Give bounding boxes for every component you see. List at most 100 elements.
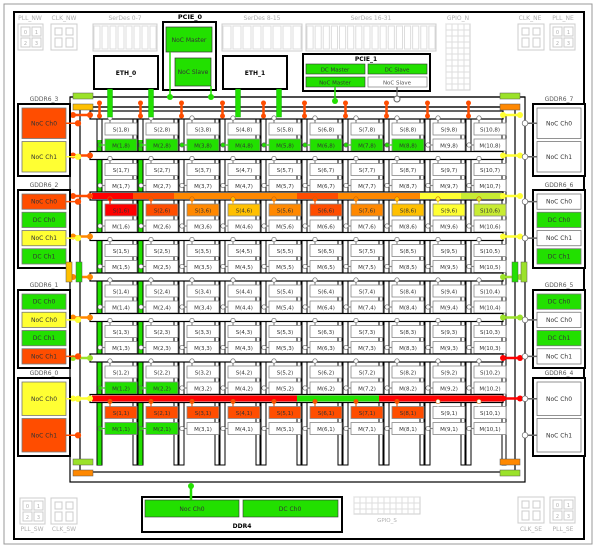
slave-node[interactable]: S(1,4) bbox=[104, 277, 138, 298]
gddr-channel[interactable]: NoC Ch1 bbox=[21, 230, 82, 247]
gddr-channel[interactable]: DC Ch1 bbox=[21, 248, 67, 265]
gddr-channel[interactable]: DC Ch0 bbox=[536, 211, 582, 228]
pcie-0-noc-slave[interactable] bbox=[174, 57, 212, 87]
slave-node[interactable]: S(8,7) bbox=[391, 155, 425, 176]
slave-node[interactable]: S(10,3) bbox=[473, 317, 507, 338]
gddr-channel[interactable]: DC Ch1 bbox=[536, 248, 582, 265]
pcie-1-dc-slave[interactable] bbox=[367, 63, 428, 75]
master-node[interactable]: M(9,8) bbox=[425, 138, 466, 152]
gddr-channel[interactable]: NoC Ch1 bbox=[521, 418, 582, 453]
gddr-channel[interactable]: NoC Ch0 bbox=[21, 311, 82, 328]
slave-node[interactable]: S(5,4) bbox=[268, 277, 302, 298]
slave-node[interactable]: S(9,7) bbox=[432, 155, 466, 176]
master-node[interactable]: M(7,8) bbox=[343, 138, 384, 152]
master-node[interactable]: M(7,1) bbox=[343, 422, 384, 435]
slave-node[interactable]: S(9,5) bbox=[432, 236, 466, 257]
master-node[interactable]: M(6,3) bbox=[302, 341, 343, 354]
slave-node[interactable]: S(7,7) bbox=[350, 155, 384, 176]
master-node[interactable]: M(9,2) bbox=[425, 381, 466, 395]
slave-node[interactable]: S(4,2) bbox=[227, 358, 261, 379]
gddr-channel[interactable]: DC Ch0 bbox=[536, 293, 582, 310]
slave-node[interactable]: S(5,3) bbox=[268, 317, 302, 338]
slave-node[interactable]: S(1,7) bbox=[104, 155, 138, 176]
slave-node[interactable]: S(7,8) bbox=[350, 115, 384, 136]
slave-node[interactable]: S(7,3) bbox=[350, 317, 384, 338]
slave-node[interactable]: S(10,4) bbox=[473, 277, 507, 298]
slave-node[interactable]: S(8,3) bbox=[391, 317, 425, 338]
master-node[interactable]: M(9,3) bbox=[425, 341, 466, 354]
master-node[interactable]: M(9,4) bbox=[425, 300, 466, 314]
gddr-channel[interactable]: NoC Ch0 bbox=[21, 381, 82, 416]
slave-node[interactable]: S(7,6) bbox=[350, 196, 384, 217]
master-node[interactable]: M(3,3) bbox=[179, 341, 220, 354]
slave-node[interactable]: S(4,4) bbox=[227, 277, 261, 298]
slave-node[interactable]: S(5,1) bbox=[268, 398, 302, 419]
slave-node[interactable]: S(9,8) bbox=[432, 115, 466, 136]
slave-node[interactable]: S(1,1) bbox=[104, 398, 138, 419]
master-node[interactable]: M(1,7) bbox=[97, 179, 138, 192]
slave-node[interactable]: S(5,5) bbox=[268, 236, 302, 257]
gddr-channel[interactable]: NoC Ch0 bbox=[21, 193, 82, 210]
gddr-channel[interactable]: DC Ch0 bbox=[21, 211, 67, 228]
slave-node[interactable]: S(6,7) bbox=[309, 155, 343, 176]
slave-node[interactable]: S(6,8) bbox=[309, 115, 343, 136]
slave-node[interactable]: S(3,1) bbox=[186, 398, 220, 419]
slave-node[interactable]: S(4,7) bbox=[227, 155, 261, 176]
master-node[interactable]: M(6,1) bbox=[302, 422, 343, 435]
master-node[interactable]: M(6,8) bbox=[302, 138, 343, 152]
slave-node[interactable]: S(8,2) bbox=[391, 358, 425, 379]
slave-node[interactable]: S(6,3) bbox=[309, 317, 343, 338]
master-node[interactable]: M(6,2) bbox=[302, 381, 343, 395]
master-node[interactable]: M(2,8) bbox=[138, 138, 179, 152]
master-node[interactable]: M(1,4) bbox=[97, 300, 138, 314]
master-node[interactable]: M(1,1) bbox=[97, 422, 138, 435]
master-node[interactable]: M(1,3) bbox=[97, 341, 138, 354]
master-node[interactable]: M(10,8) bbox=[466, 138, 507, 152]
master-node[interactable]: M(1,2) bbox=[97, 381, 138, 395]
slave-node[interactable]: S(6,1) bbox=[309, 398, 343, 419]
slave-node[interactable]: S(8,4) bbox=[391, 277, 425, 298]
master-node[interactable]: M(8,2) bbox=[384, 381, 425, 395]
slave-node[interactable]: S(5,6) bbox=[268, 196, 302, 217]
slave-node[interactable]: S(3,4) bbox=[186, 277, 220, 298]
gddr-channel[interactable]: NoC Ch1 bbox=[21, 141, 82, 173]
master-node[interactable]: M(9,1) bbox=[425, 422, 466, 435]
slave-node[interactable]: S(5,7) bbox=[268, 155, 302, 176]
gddr-channel[interactable]: NoC Ch1 bbox=[521, 141, 582, 173]
master-node[interactable]: M(7,2) bbox=[343, 381, 384, 395]
slave-node[interactable]: S(9,1) bbox=[432, 398, 466, 419]
slave-node[interactable]: S(9,3) bbox=[432, 317, 466, 338]
master-node[interactable]: M(10,1) bbox=[466, 422, 507, 435]
gddr-channel[interactable]: NoC Ch1 bbox=[21, 418, 82, 453]
slave-node[interactable]: S(1,2) bbox=[104, 358, 138, 379]
gddr-channel[interactable]: NoC Ch0 bbox=[521, 381, 582, 416]
slave-node[interactable]: S(10,6) bbox=[473, 196, 507, 217]
slave-node[interactable]: S(4,6) bbox=[227, 196, 261, 217]
slave-node[interactable]: S(9,2) bbox=[432, 358, 466, 379]
slave-node[interactable]: S(9,4) bbox=[432, 277, 466, 298]
gddr-channel[interactable]: NoC Ch0 bbox=[521, 311, 582, 328]
master-node[interactable]: M(8,3) bbox=[384, 341, 425, 354]
master-node[interactable]: M(3,8) bbox=[179, 138, 220, 152]
master-node[interactable]: M(2,1) bbox=[138, 422, 179, 435]
slave-node[interactable]: S(1,6) bbox=[104, 196, 138, 217]
master-node[interactable]: M(9,7) bbox=[425, 179, 466, 192]
slave-node[interactable]: S(10,1) bbox=[473, 398, 507, 419]
pcie-0-noc-master[interactable] bbox=[165, 26, 213, 53]
gddr-channel[interactable]: NoC Ch1 bbox=[521, 230, 582, 247]
master-node[interactable]: M(5,1) bbox=[261, 422, 302, 435]
slave-node[interactable]: S(4,8) bbox=[227, 115, 261, 136]
master-node[interactable]: M(3,4) bbox=[179, 300, 220, 314]
ddr4-dc-ch0[interactable] bbox=[242, 499, 339, 518]
slave-node[interactable]: S(2,3) bbox=[145, 317, 179, 338]
slave-node[interactable]: S(2,6) bbox=[145, 196, 179, 217]
slave-node[interactable]: S(7,4) bbox=[350, 277, 384, 298]
slave-node[interactable]: S(7,2) bbox=[350, 358, 384, 379]
master-node[interactable]: M(2,6) bbox=[138, 219, 179, 233]
gddr-channel[interactable]: DC Ch0 bbox=[21, 293, 67, 310]
slave-node[interactable]: S(5,8) bbox=[268, 115, 302, 136]
master-node[interactable]: M(3,1) bbox=[179, 422, 220, 435]
slave-node[interactable]: S(1,5) bbox=[104, 236, 138, 257]
slave-node[interactable]: S(8,5) bbox=[391, 236, 425, 257]
master-node[interactable]: M(4,2) bbox=[220, 381, 261, 395]
